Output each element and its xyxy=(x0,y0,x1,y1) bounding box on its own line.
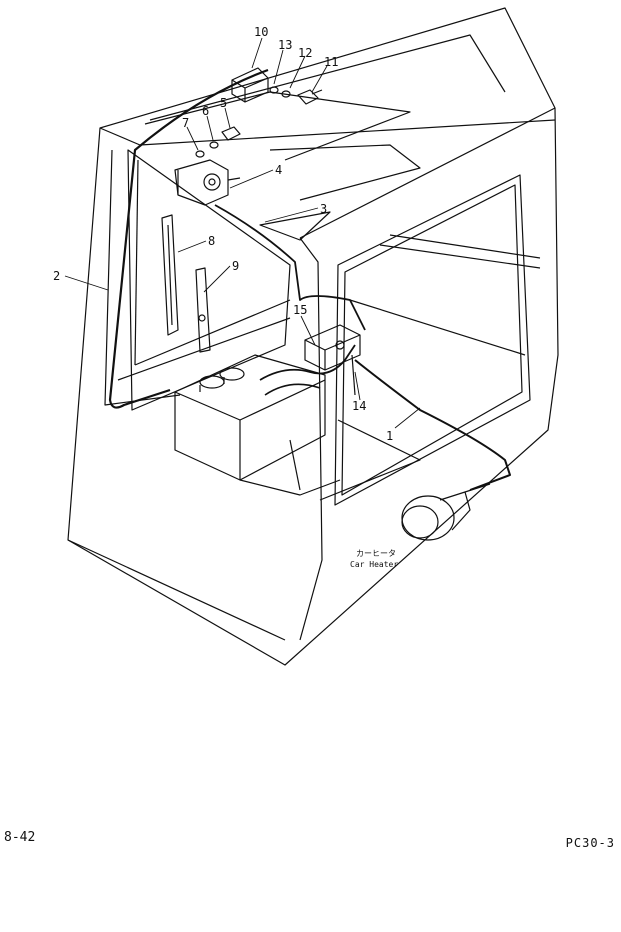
fuse-box xyxy=(304,324,361,371)
callout-14: 14 xyxy=(352,399,366,413)
harness-3 xyxy=(214,204,366,331)
wiper-blade xyxy=(195,267,211,353)
washer-13 xyxy=(269,86,279,94)
callout-5: 5 xyxy=(220,96,227,110)
callout-12: 12 xyxy=(298,46,312,60)
model-code: PC30-3 xyxy=(565,836,615,850)
callout-15: 15 xyxy=(293,303,307,317)
harness-1 xyxy=(354,359,511,491)
cab-body xyxy=(67,7,559,666)
callout-1: 1 xyxy=(386,429,393,443)
heater-label-en: Car Heater xyxy=(350,560,398,569)
callout-13: 13 xyxy=(278,38,292,52)
wiper-arm xyxy=(161,214,179,336)
callout-9: 9 xyxy=(232,259,239,273)
washer-6 xyxy=(209,141,219,149)
callout-3: 3 xyxy=(320,202,327,216)
harness-2 xyxy=(108,68,269,409)
bolt-11 xyxy=(297,89,323,105)
battery xyxy=(174,354,326,481)
callout-8: 8 xyxy=(208,234,215,248)
callout-2: 2 xyxy=(53,269,60,283)
callout-10: 10 xyxy=(254,25,268,39)
heater-label-jp: カーヒータ xyxy=(356,549,396,558)
page-number: 8-42 xyxy=(4,830,36,845)
bolt-5 xyxy=(221,126,241,141)
callout-4: 4 xyxy=(275,163,282,177)
wiper-motor xyxy=(174,159,241,206)
callout-11: 11 xyxy=(324,55,338,69)
car-heater xyxy=(401,483,491,541)
leader-lines xyxy=(64,37,421,429)
washer-12 xyxy=(281,90,291,98)
washer-7 xyxy=(195,150,205,158)
harness-14 xyxy=(259,344,356,381)
callout-6: 6 xyxy=(202,104,209,118)
callout-7: 7 xyxy=(182,116,189,130)
